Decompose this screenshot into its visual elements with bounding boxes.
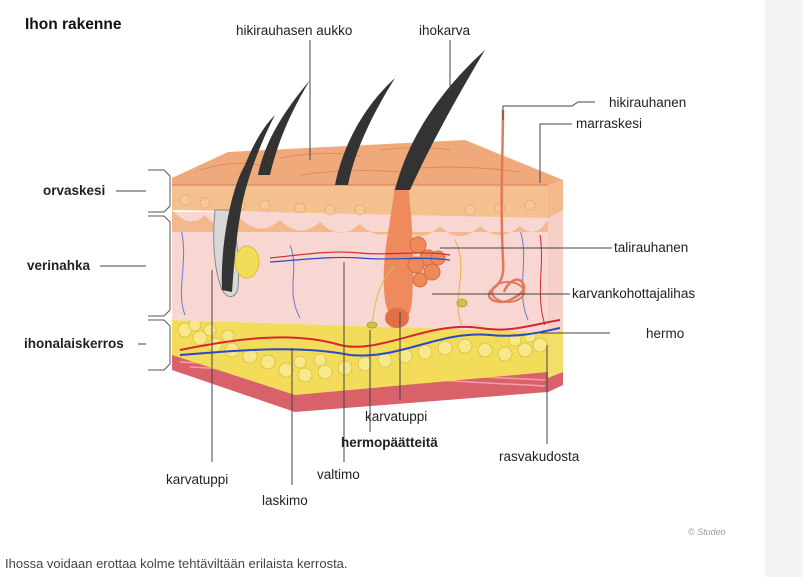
label-talirauhanen: talirauhanen [614,240,688,255]
label-karvatuppi-right: karvatuppi [365,409,427,424]
image-credit: © Studeo [688,527,726,537]
label-ihokarva: ihokarva [419,23,470,38]
block-side [548,180,563,392]
label-marraskesi: marraskesi [576,116,642,131]
label-karvatuppi-left: karvatuppi [166,472,228,487]
label-ihonalaiskerros: ihonalaiskerros [24,336,124,351]
diagram-title: Ihon rakenne [25,16,121,34]
label-verinahka: verinahka [27,258,90,273]
label-laskimo: laskimo [262,493,308,508]
label-hermo: hermo [646,326,684,341]
image-caption: Ihossa voidaan erottaa kolme tehtäviltää… [5,556,348,571]
label-hikirauhanen: hikirauhanen [609,95,686,110]
skin-surface [172,140,563,185]
label-orvaskesi: orvaskesi [43,183,105,198]
label-rasvakudosta: rasvakudosta [499,449,579,464]
label-valtimo: valtimo [317,467,360,482]
label-hikirauhasen-aukko: hikirauhasen aukko [236,23,352,38]
label-hermopaatteita: hermopäätteitä [341,435,438,450]
label-karvankohottajalihas: karvankohottajalihas [572,286,695,301]
layer-brackets [148,170,170,370]
